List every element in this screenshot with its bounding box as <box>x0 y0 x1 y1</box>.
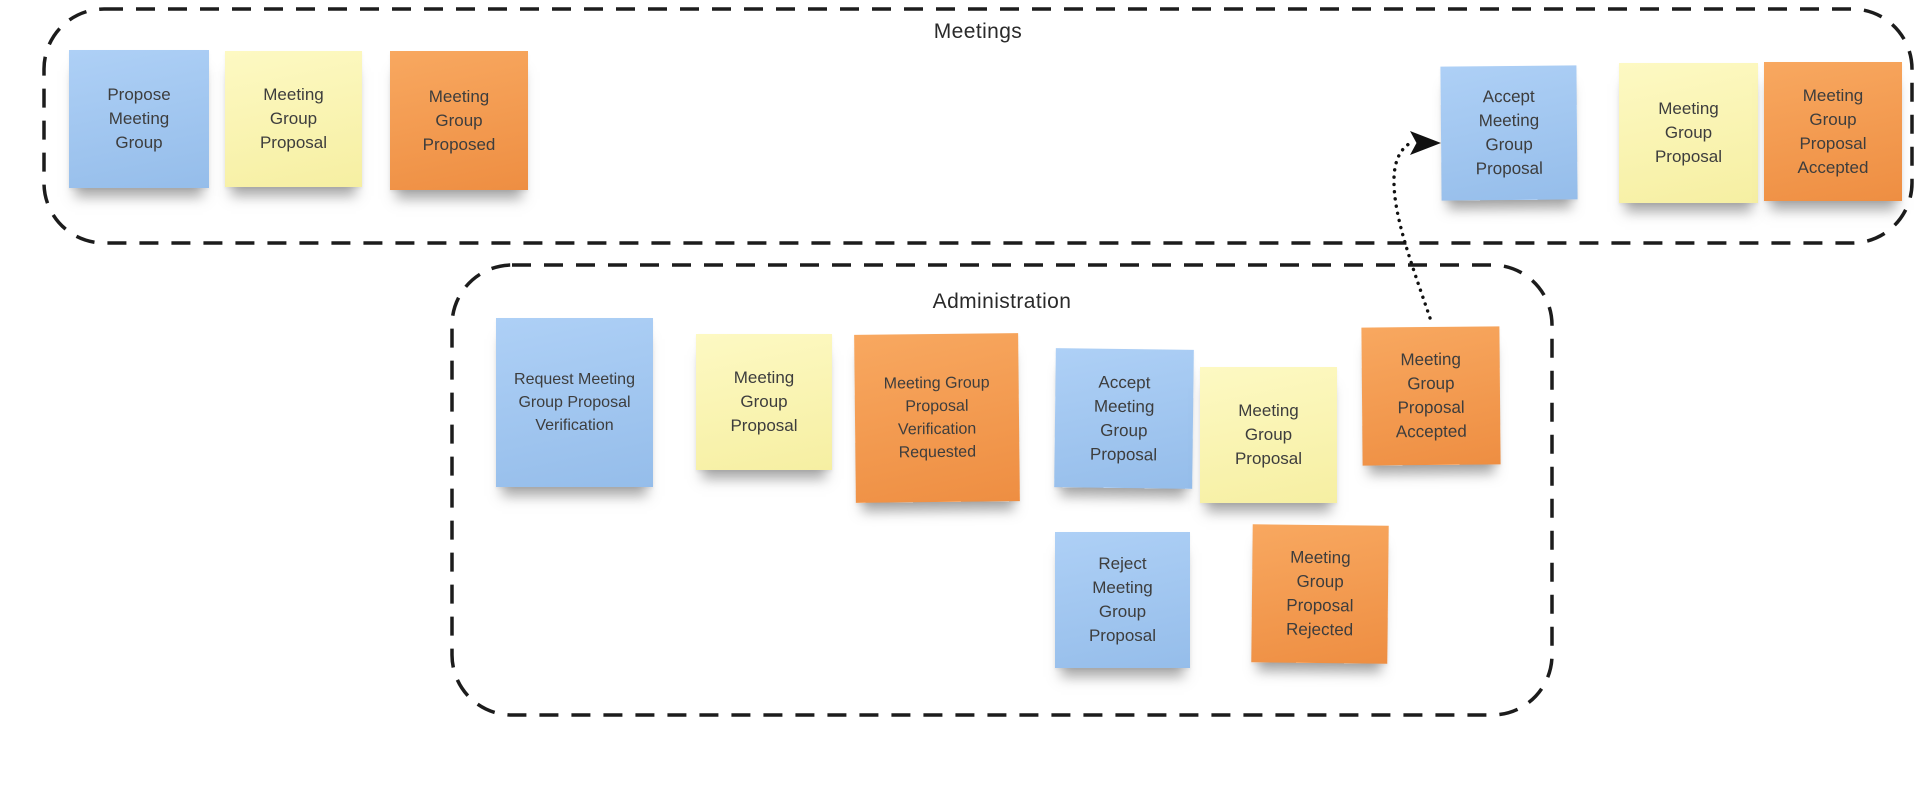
sticky-reject-meeting-group-proposal[interactable]: Reject Meeting Group Proposal <box>1055 532 1190 668</box>
administration-group-title[interactable]: Administration <box>932 290 1072 313</box>
sticky-meeting-group-proposal-rejected[interactable]: Meeting Group Proposal Rejected <box>1251 524 1389 664</box>
sticky-meeting-group-proposal-4[interactable]: Meeting Group Proposal <box>1200 367 1337 503</box>
connector-accepted-to-accept[interactable] <box>1392 131 1441 320</box>
sticky-label: Meeting Group Proposal Accepted <box>1395 349 1467 442</box>
connector-arrowhead <box>1410 131 1441 155</box>
sticky-label: Request Meeting Group Proposal Verificat… <box>514 371 635 434</box>
sticky-label: Meeting Group Proposal Accepted <box>1797 85 1869 177</box>
sticky-label: Meeting Group Proposal <box>1234 401 1303 468</box>
sticky-label: Accept Meeting Group Proposal <box>1475 86 1543 179</box>
sticky-label: Reject Meeting Group Proposal <box>1088 554 1157 645</box>
sticky-label: Propose Meeting Group <box>107 85 171 152</box>
sticky-label: Meeting Group Proposal <box>259 85 328 152</box>
sticky-label: Meeting Group Proposed <box>422 86 496 154</box>
sticky-label: Accept Meeting Group Proposal <box>1089 372 1158 464</box>
meetings-group-title[interactable]: Meetings <box>933 20 1023 43</box>
sticky-meeting-group-proposal-3[interactable]: Meeting Group Proposal <box>696 334 832 470</box>
sticky-accept-meeting-group-proposal-meetings[interactable]: Accept Meeting Group Proposal <box>1440 65 1578 201</box>
sticky-meeting-group-proposal-accepted-admin[interactable]: Meeting Group Proposal Accepted <box>1361 326 1501 466</box>
sticky-request-meeting-group-proposal-verification[interactable]: Request Meeting Group Proposal Verificat… <box>496 318 653 487</box>
sticky-meeting-group-proposal-1[interactable]: Meeting Group Proposal <box>225 51 362 187</box>
connector-dotted-line <box>1392 140 1432 320</box>
sticky-propose-meeting-group[interactable]: Propose Meeting Group <box>69 50 209 188</box>
sticky-meeting-group-proposed[interactable]: Meeting Group Proposed <box>390 51 528 190</box>
meetings-group-outline[interactable] <box>42 7 1914 245</box>
sticky-meeting-group-proposal-verification-requested[interactable]: Meeting Group Proposal Verification Requ… <box>854 333 1020 503</box>
administration-group-outline[interactable] <box>450 263 1554 717</box>
sticky-label: Meeting Group Proposal Rejected <box>1285 547 1354 640</box>
sticky-meeting-group-proposal-accepted-meetings[interactable]: Meeting Group Proposal Accepted <box>1764 62 1902 201</box>
sticky-accept-meeting-group-proposal-admin[interactable]: Accept Meeting Group Proposal <box>1054 348 1194 489</box>
sticky-label: Meeting Group Proposal Verification Requ… <box>883 374 990 462</box>
sticky-meeting-group-proposal-2[interactable]: Meeting Group Proposal <box>1619 63 1758 203</box>
sticky-label: Meeting Group Proposal <box>730 368 798 435</box>
sticky-label: Meeting Group Proposal <box>1654 99 1723 166</box>
